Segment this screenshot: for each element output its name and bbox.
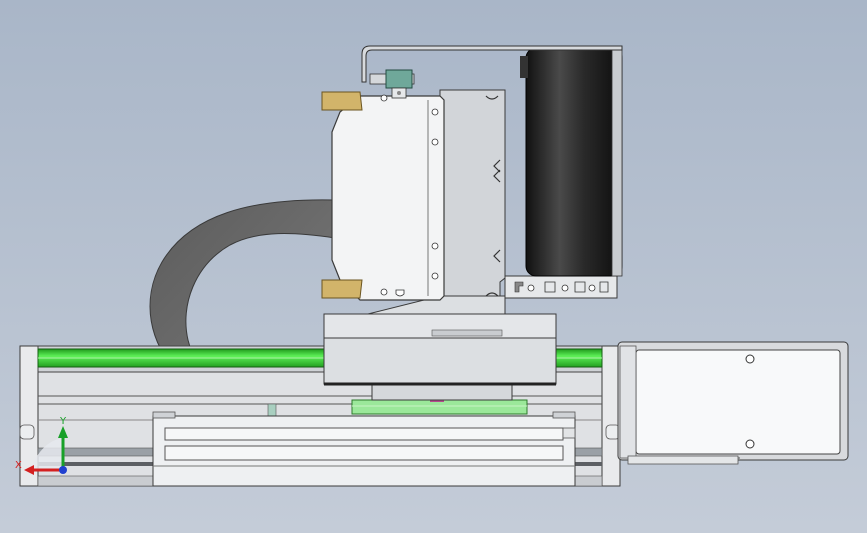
screw-hole (745, 354, 755, 364)
profile-hole (588, 284, 596, 292)
column-slot (493, 169, 501, 183)
gripper-hole (380, 94, 388, 102)
base-groove (574, 447, 603, 457)
profile-slot (544, 281, 556, 293)
motor-drum-edge (611, 47, 623, 277)
screw-cover-slot (164, 427, 564, 441)
carriage-top-plate[interactable] (323, 313, 557, 339)
sensor-screw (397, 91, 401, 95)
carriage-notch (431, 329, 503, 337)
screw-cover-tab (562, 427, 576, 439)
coordinate-triad: Y X (15, 416, 68, 475)
gripper-hole (380, 288, 388, 296)
column-slot (493, 249, 501, 263)
triad-x-arrow (24, 465, 34, 475)
vertical-column[interactable] (439, 89, 506, 315)
screw-hole (745, 439, 755, 449)
gripper-hole (431, 108, 439, 116)
right-end-cap[interactable] (601, 345, 621, 487)
carriage-slider[interactable] (323, 335, 557, 385)
drive-flange (619, 345, 637, 459)
base-groove (575, 462, 602, 466)
triad-plane (30, 438, 64, 470)
screw-cover-bracket (152, 411, 176, 419)
triad-y-label: Y (59, 416, 67, 427)
gripper-jaw-bottom[interactable] (321, 279, 363, 299)
end-cap-bump (19, 424, 35, 440)
carriage-pad[interactable] (351, 399, 528, 415)
gripper-body[interactable] (331, 95, 445, 301)
profile-hole (527, 284, 535, 292)
motor-drum[interactable] (525, 47, 623, 277)
base-groove (38, 462, 153, 466)
motor-drum-cap (520, 56, 528, 78)
screw-cover-slot (164, 445, 564, 461)
profile-slot (514, 281, 524, 293)
column-slot (493, 159, 501, 173)
sensor[interactable] (385, 69, 413, 89)
triad-x-label: X (15, 460, 22, 471)
profile-slot (599, 281, 609, 293)
left-end-cap[interactable] (19, 345, 39, 487)
top-bracket (361, 45, 623, 83)
column-slot (485, 95, 499, 100)
gripper-hole (431, 272, 439, 280)
gripper-slot (395, 289, 405, 297)
profile-hole (561, 284, 569, 292)
screw-cover-bracket (552, 411, 576, 419)
drive-foot (627, 455, 739, 465)
gripper-jaw-top[interactable] (321, 91, 363, 111)
triad-y-arrow (58, 426, 68, 438)
triad-z-axis (59, 466, 67, 474)
gripper-hole (431, 138, 439, 146)
column-slot (485, 292, 499, 297)
gripper-hole (431, 242, 439, 250)
profile-slot (574, 281, 586, 293)
drive-housing-inner (635, 349, 841, 455)
